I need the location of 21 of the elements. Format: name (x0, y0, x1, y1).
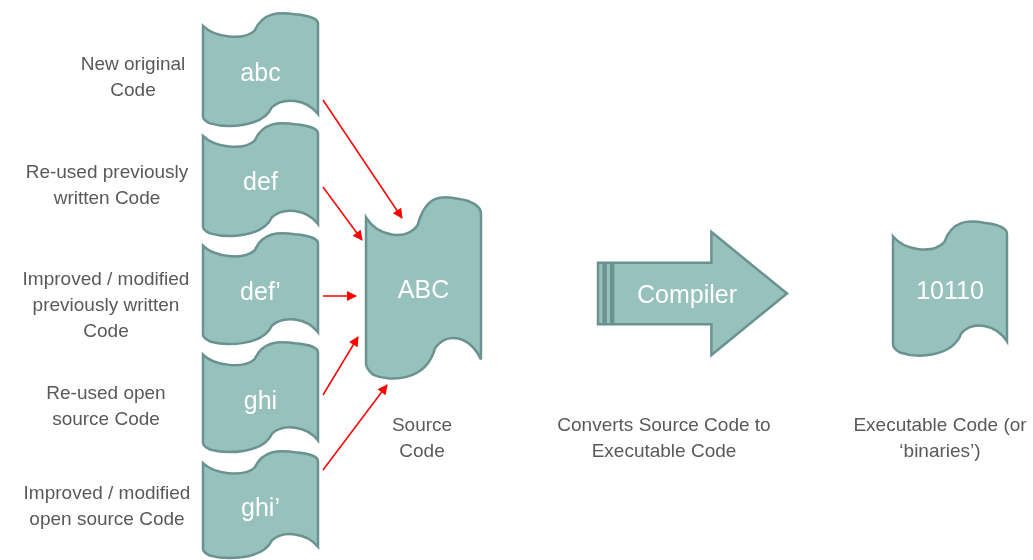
arrow (322, 99, 403, 219)
node-label: Converts Source Code to Executable Code (556, 413, 772, 463)
node-label: ABC (396, 274, 451, 304)
arrow (322, 336, 359, 396)
node-label: def’ (239, 276, 282, 306)
node-label: Compiler (636, 279, 738, 309)
node-label: ghi’ (240, 492, 281, 522)
node-label: ghi (242, 385, 279, 415)
node-label: Source Code (390, 413, 454, 463)
node-label: New original Code (79, 52, 187, 102)
node-label: Improved / modified previously written Code (21, 267, 191, 343)
node-label: def (242, 166, 279, 196)
node-label: Improved / modified open source Code (22, 481, 192, 531)
node-label: 10110 (915, 275, 985, 305)
node-label: Re-used previously written Code (24, 160, 190, 210)
node-label: Re-used open source Code (45, 381, 167, 431)
node-label: abc (239, 57, 282, 87)
node-label: Executable Code (or ‘binaries’) (852, 413, 1028, 463)
arrow (322, 186, 363, 241)
arrow (322, 291, 357, 301)
arrow (322, 384, 388, 471)
